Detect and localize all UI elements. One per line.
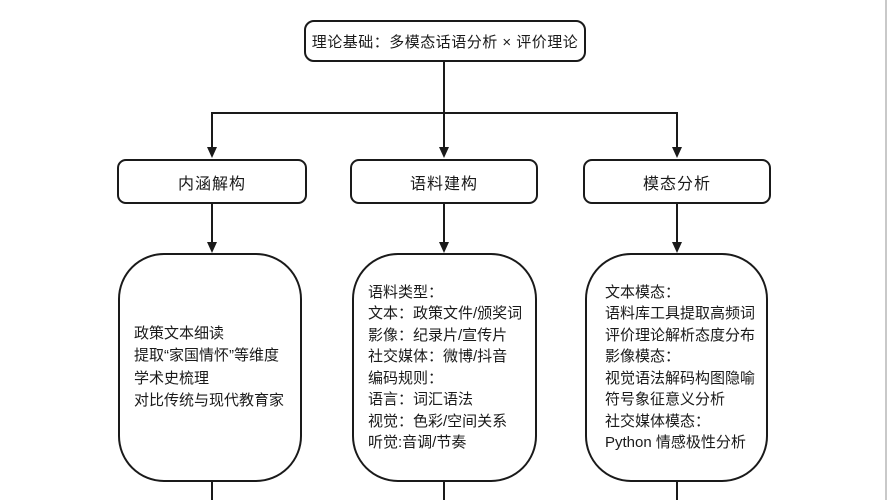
connector-drop-line-3 — [676, 113, 678, 147]
detail-line: 听觉:音调/节奏 — [368, 434, 467, 451]
detail-line: 语料类型： — [368, 283, 444, 301]
arrowhead-down-icon — [207, 147, 217, 158]
connector-root-down-line — [443, 62, 445, 113]
detail-line: 政策文本细读 — [134, 324, 225, 342]
connector-drop-line-2 — [443, 113, 445, 147]
detail-line: 符号象征意义分析 — [605, 391, 726, 408]
connector-bottom-stub-line-1 — [211, 482, 213, 500]
detail-line: 学术史梳理 — [134, 369, 210, 387]
detail-line: 语料库工具提取高频词 — [605, 305, 756, 322]
detail-line: 社交媒体模态： — [605, 412, 711, 430]
connector-branch-detail-line-3 — [676, 204, 678, 242]
connector-bottom-stub-line-3 — [676, 482, 678, 500]
detail-line: 语言：词汇语法 — [368, 391, 474, 408]
detail-line: 评价理论解析态度分布 — [605, 326, 756, 344]
detail-line: 文本模态： — [605, 283, 681, 301]
detail-line: 编码规则： — [368, 369, 444, 387]
branch-node-modality: 模态分析 — [583, 159, 771, 204]
detail-node-modality: 文本模态： 语料库工具提取高频词 评价理论解析态度分布 影像模态： 视觉语法解码… — [585, 253, 768, 482]
detail-line: 影像模态： — [605, 348, 681, 365]
detail-line: 提取“家国情怀”等维度 — [134, 347, 279, 365]
detail-line: 影像：纪录片/宣传片 — [368, 326, 508, 344]
detail-line: 文本：政策文件/颁奖词 — [368, 305, 523, 322]
detail-line: 视觉：色彩/空间关系 — [368, 412, 508, 430]
detail-line: Python 情感极性分析 — [605, 434, 746, 451]
branch-node-label: 语料建构 — [409, 175, 478, 193]
branch-node-label: 模态分析 — [642, 175, 711, 193]
connector-drop-line-1 — [211, 113, 213, 147]
arrowhead-down-icon — [207, 242, 217, 253]
arrowhead-down-icon — [439, 147, 449, 158]
arrowhead-down-icon — [439, 242, 449, 253]
right-edge-line — [885, 0, 887, 500]
root-node: 理论基础：多模态话语分析 × 评价理论 — [304, 20, 586, 62]
branch-node-connotation: 内涵解构 — [117, 159, 307, 204]
branch-node-corpus: 语料建构 — [350, 159, 538, 204]
detail-line: 视觉语法解码构图隐喻 — [605, 369, 756, 387]
detail-node-corpus: 语料类型： 文本：政策文件/颁奖词 影像：纪录片/宣传片 社交媒体：微博/抖音 … — [352, 253, 537, 482]
connector-branch-detail-line-1 — [211, 204, 213, 242]
detail-line: 社交媒体：微博/抖音 — [368, 348, 508, 365]
arrowhead-down-icon — [672, 242, 682, 253]
root-node-label: 理论基础：多模态话语分析 × 评价理论 — [311, 33, 579, 51]
detail-line: 对比传统与现代教育家 — [134, 391, 285, 409]
arrowhead-down-icon — [672, 147, 682, 158]
detail-node-connotation: 政策文本细读 提取“家国情怀”等维度 学术史梳理 对比传统与现代教育家 — [118, 253, 302, 482]
connector-bottom-stub-line-2 — [443, 482, 445, 500]
connector-branch-detail-line-2 — [443, 204, 445, 242]
branch-node-label: 内涵解构 — [177, 175, 246, 193]
